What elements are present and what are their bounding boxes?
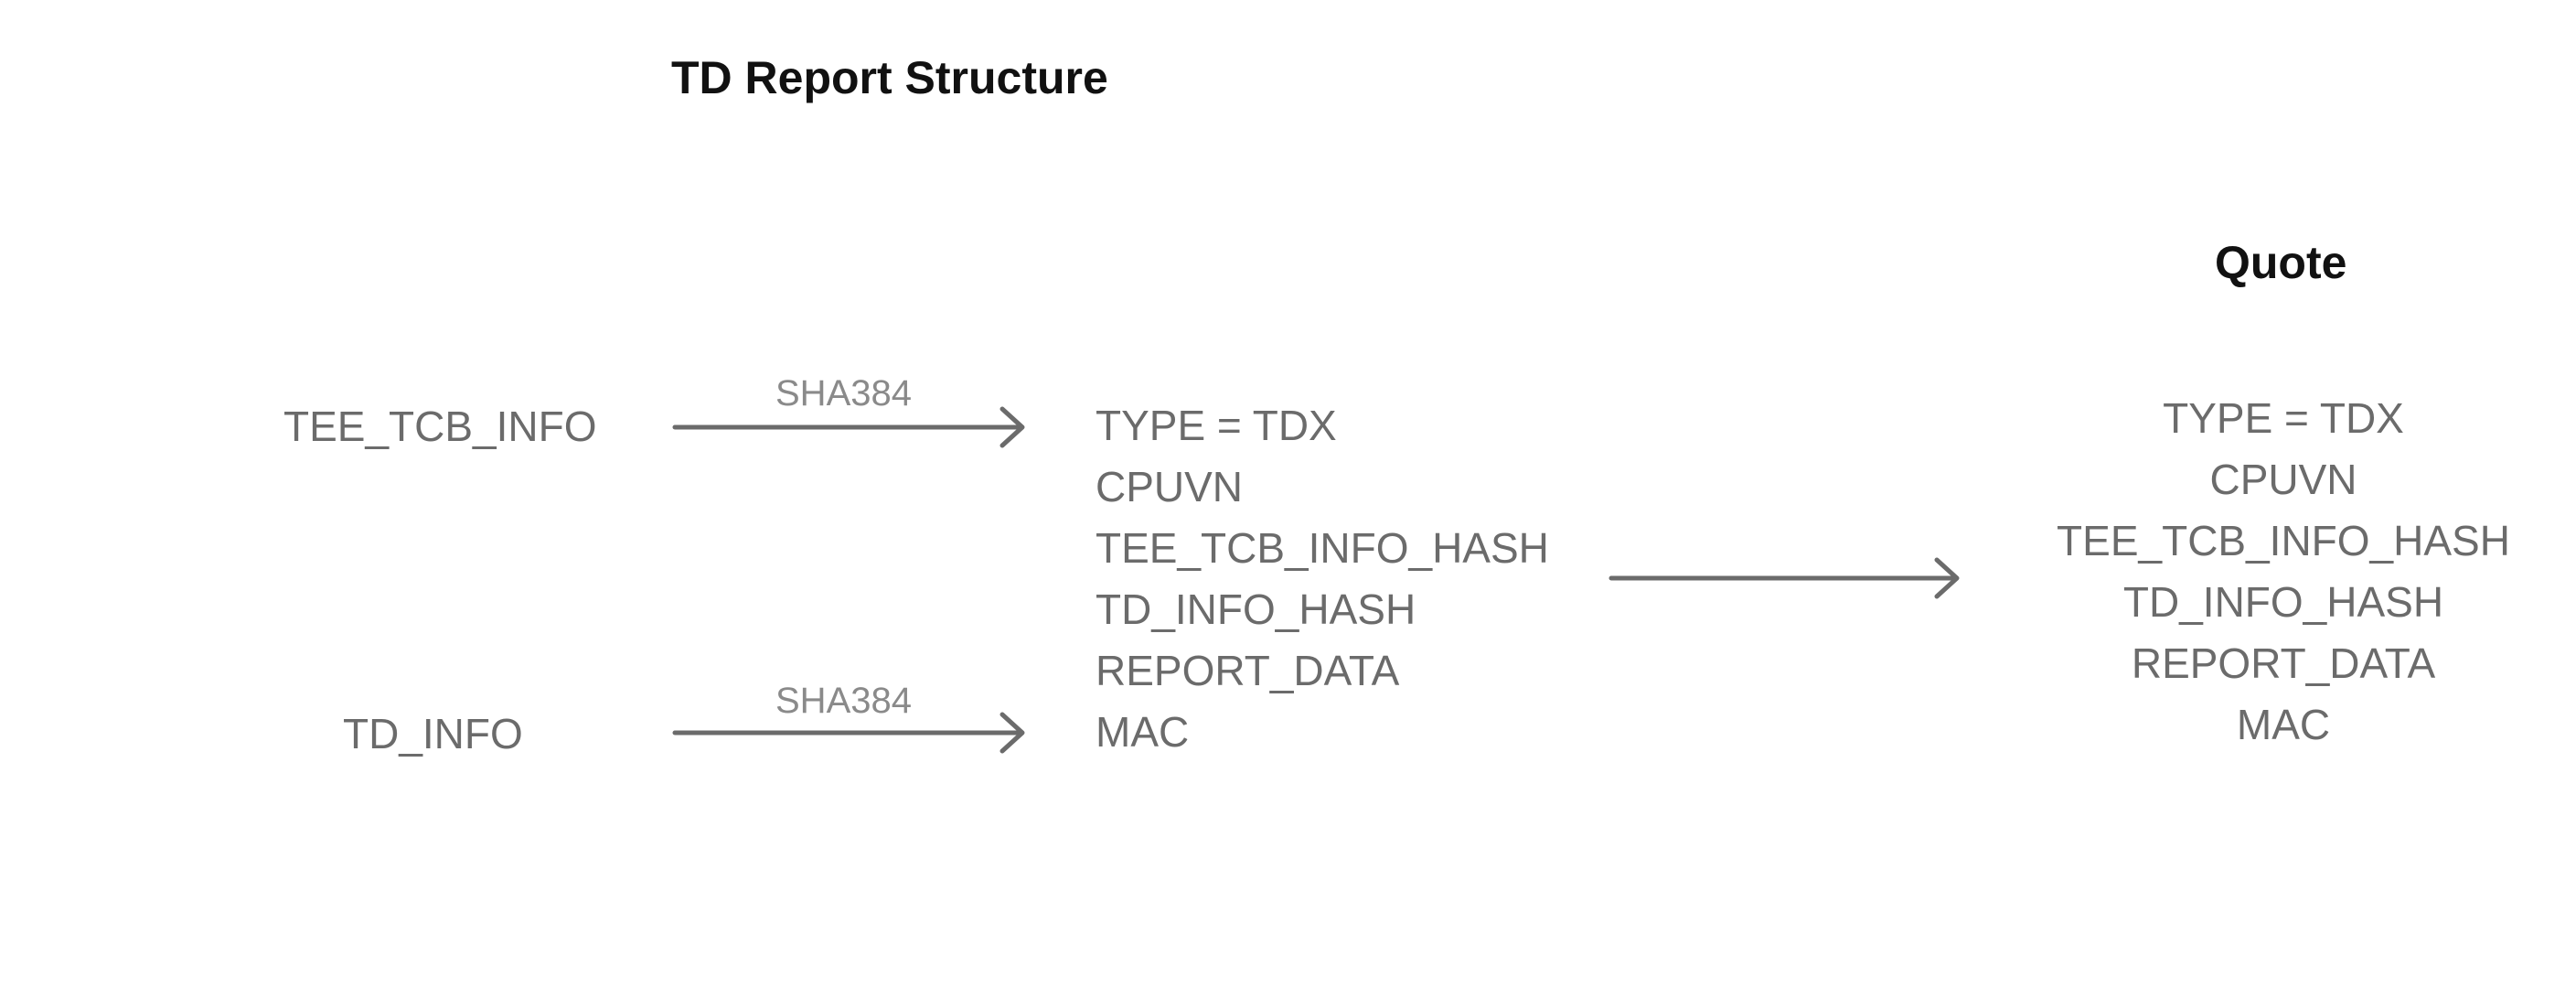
quote-field-list: TYPE = TDX CPUVN TEE_TCB_INFO_HASH TD_IN… [2055, 388, 2512, 756]
report-field-tee-tcb-info-hash: TEE_TCB_INFO_HASH [1096, 524, 1549, 572]
quote-field-cpuvn: CPUVN [2209, 456, 2357, 503]
report-field-mac: MAC [1096, 708, 1190, 756]
report-field-report-data: REPORT_DATA [1096, 647, 1400, 694]
report-field-td-info-hash: TD_INFO_HASH [1096, 585, 1416, 633]
arrow-td-info-to-report [672, 712, 1025, 754]
report-field-cpuvn: CPUVN [1096, 463, 1244, 510]
quote-field-td-info-hash: TD_INFO_HASH [2122, 578, 2444, 626]
td-info-label: TD_INFO [343, 710, 523, 757]
tee-tcb-info-label: TEE_TCB_INFO [283, 403, 597, 450]
quote-title: Quote [2215, 237, 2347, 288]
report-field-list: TYPE = TDX CPUVN TEE_TCB_INFO_HASH TD_IN… [1096, 395, 1549, 763]
quote-field-type: TYPE = TDX [2163, 394, 2404, 442]
report-field-type: TYPE = TDX [1096, 402, 1337, 449]
quote-field-mac: MAC [2236, 701, 2331, 748]
arrow-tee-tcb-info-to-report [672, 406, 1025, 448]
arrow-report-to-quote [1609, 557, 1960, 599]
report-title: TD Report Structure [671, 52, 1108, 103]
sha384-label-bottom: SHA384 [775, 681, 912, 721]
quote-field-report-data: REPORT_DATA [2131, 639, 2436, 687]
sha384-label-top: SHA384 [775, 373, 912, 413]
quote-field-tee-tcb-info-hash: TEE_TCB_INFO_HASH [2057, 517, 2510, 564]
